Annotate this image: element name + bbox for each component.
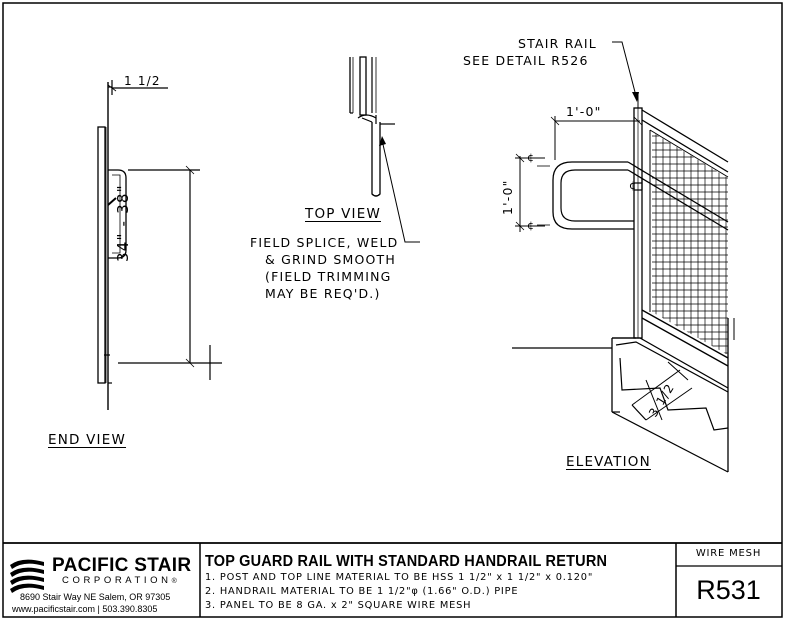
end-view-dim-height: 34" - 38" [114,184,132,262]
top-view-post [359,56,367,116]
note-2: 2. HANDRAIL MATERIAL TO BE 1 1/2"φ (1.66… [205,586,519,597]
end-view-plate [97,126,106,384]
elevation-view [512,41,735,473]
stair-rail-callout-line-2: SEE DETAIL R526 [463,53,589,68]
centerline-symbol-top: ¢ [527,151,536,164]
handrail-return [552,161,634,230]
top-view-callout-line-1: FIELD SPLICE, WELD [250,235,399,250]
top-view-callout-line-2: & GRIND SMOOTH [265,252,396,267]
company-name: PACIFIC STAIR [52,555,192,576]
top-view-callout-line-3: (FIELD TRIMMING [265,269,392,284]
top-view-pipe [371,122,381,197]
centerline-symbol-post: ¢ [629,179,638,192]
drawing-title: TOP GUARD RAIL WITH STANDARD HANDRAIL RE… [205,553,608,571]
end-view-title: END VIEW [48,432,127,448]
top-view [349,56,420,243]
company-address: 8690 Stair Way NE Salem, OR 97305 [20,592,171,602]
note-3: 3. PANEL TO BE 8 GA. x 2" SQUARE WIRE ME… [205,600,472,611]
pacific-stair-logo-icon [10,559,44,593]
company-web-phone: www.pacificstair.com | 503.390.8305 [12,604,158,614]
note-1: 1. POST AND TOP LINE MATERIAL TO BE HSS … [205,572,594,583]
company-subtitle: CORPORATION® [62,575,181,586]
end-view-dim-top: 1 1/2 [124,74,161,88]
top-view-callout-line-4: MAY BE REQ'D.) [265,286,381,301]
elevation-dim-height: 1'-0" [500,179,515,215]
panel-type-label: WIRE MESH [695,548,762,559]
top-view-title: TOP VIEW [305,206,381,222]
elevation-title: ELEVATION [566,454,651,470]
drawing-number: R531 [696,575,761,605]
end-view-handrail [108,169,127,259]
elevation-dim-width: 1'-0" [566,104,602,119]
end-view [97,80,222,410]
registered-mark: ® [171,578,181,585]
centerline-symbol-bottom: ¢ [527,219,536,232]
wire-mesh-panel [652,132,728,355]
stair-rail-callout-line-1: STAIR RAIL [518,36,597,51]
